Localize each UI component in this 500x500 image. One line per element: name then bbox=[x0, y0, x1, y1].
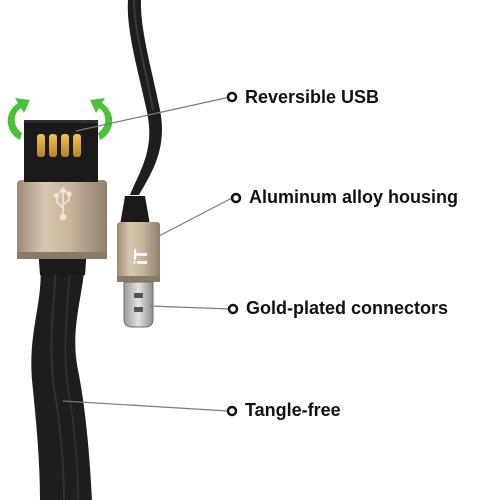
leader-line-tangle bbox=[62, 400, 229, 412]
usb-a-housing bbox=[17, 180, 107, 259]
callout-label-gold-connectors: Gold-plated connectors bbox=[246, 298, 449, 318]
usb-a-tongue bbox=[24, 120, 98, 182]
callout-dot-housing bbox=[230, 192, 242, 204]
leader-line-connectors bbox=[149, 305, 231, 310]
left-cable bbox=[31, 248, 92, 500]
micro-usb-plug bbox=[123, 281, 154, 328]
callout-dots bbox=[226, 91, 242, 417]
leader-line-housing bbox=[158, 197, 233, 237]
rotate-arrows-icon bbox=[7, 98, 113, 140]
leader-lines bbox=[62, 96, 233, 412]
usb-symbol-icon bbox=[54, 186, 72, 221]
micro-usb-housing: iT bbox=[117, 222, 160, 282]
callout-dot-connectors bbox=[227, 303, 239, 315]
callout-dot-usb bbox=[226, 91, 238, 103]
callout-label-reversible-usb: Reversible USB bbox=[245, 87, 380, 107]
callout-label-tangle-free: Tangle-free bbox=[245, 400, 341, 420]
right-cable bbox=[120, 0, 162, 225]
brand-mark: iT bbox=[131, 249, 151, 265]
leader-line-usb bbox=[75, 96, 231, 132]
callout-label-aluminum-housing: Aluminum alloy housing bbox=[249, 187, 459, 207]
callout-dot-tangle bbox=[226, 405, 238, 417]
